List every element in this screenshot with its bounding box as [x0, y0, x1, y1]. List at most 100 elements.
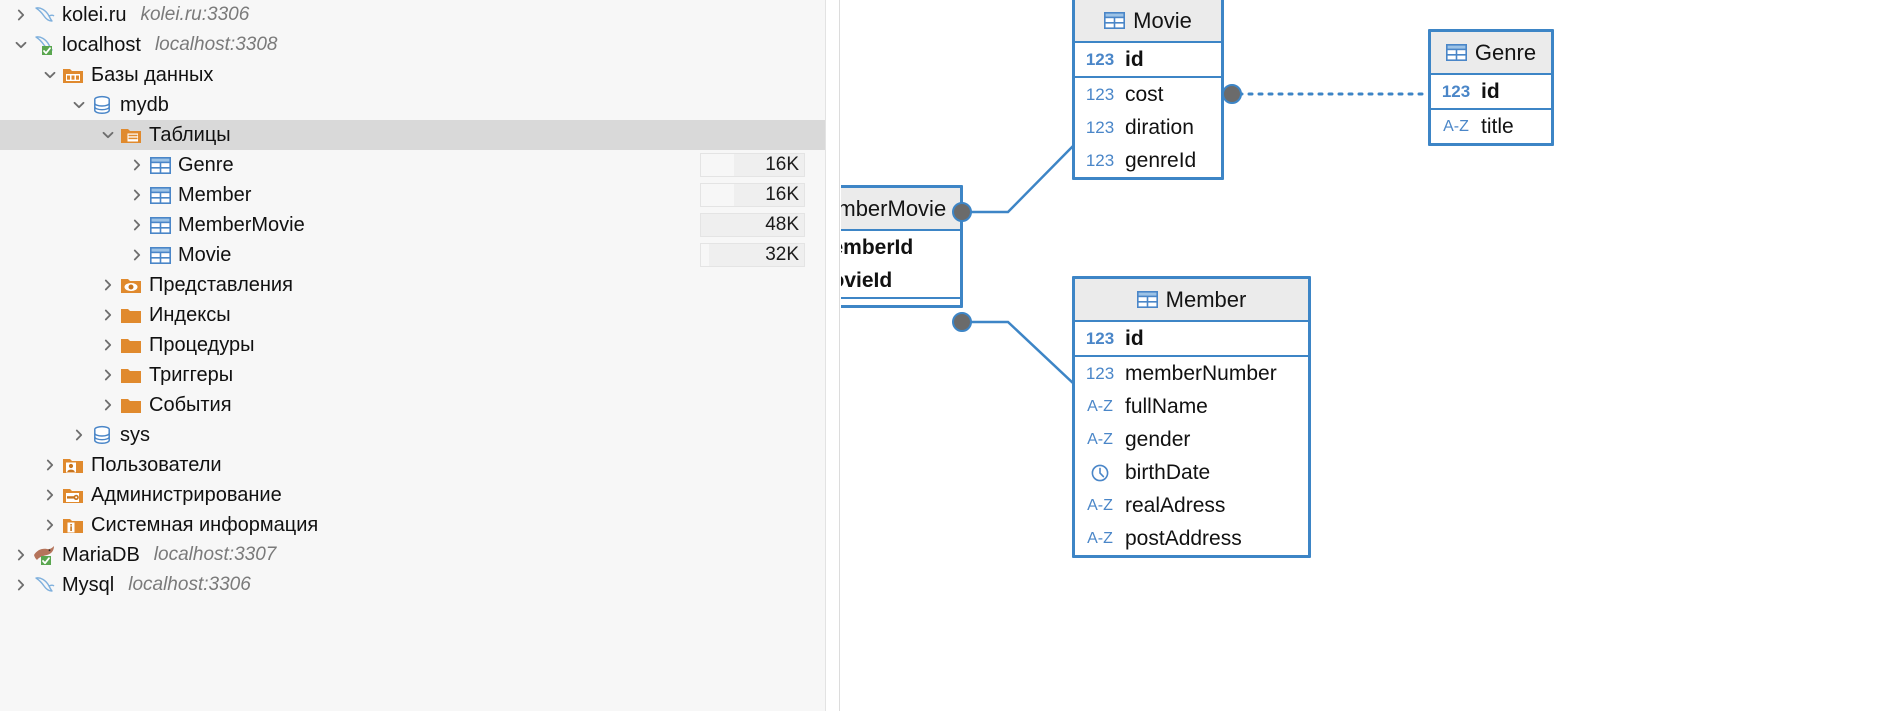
field-row[interactable]: 123 id	[1075, 43, 1221, 76]
entity-member-name: Member	[1165, 286, 1247, 312]
field-row[interactable]: 123 MovieId	[841, 264, 960, 297]
tree-item-label: События	[149, 393, 232, 416]
table-icon	[148, 214, 172, 236]
field-row[interactable]: 123 diration	[1075, 111, 1221, 144]
entity-movie-pk-section: 123 id	[1075, 43, 1221, 76]
tree-item-host: kolei.ru:3306	[140, 4, 250, 25]
tree-item-label: Системная информация	[91, 513, 319, 536]
field-row[interactable]: 123 genreId	[1075, 144, 1221, 177]
chevron-right-icon[interactable]	[39, 514, 61, 536]
tree-item-системная-информация[interactable]: Системная информация	[0, 510, 825, 540]
chevron-down-icon[interactable]	[68, 94, 90, 116]
chevron-right-icon[interactable]	[97, 394, 119, 416]
tree-item-label: Триггеры	[149, 363, 234, 386]
field-name: fullName	[1125, 394, 1208, 418]
tree-item-индексы[interactable]: Индексы	[0, 300, 825, 330]
chevron-right-icon[interactable]	[68, 424, 90, 446]
entity-movie[interactable]: Movie 123 id 123 cost 123 diration 123	[1072, 0, 1224, 180]
field-row[interactable]: birthDate	[1075, 456, 1308, 489]
chevron-right-icon[interactable]	[97, 364, 119, 386]
chevron-right-icon[interactable]	[10, 574, 32, 596]
connector-endpoint-dot[interactable]	[952, 312, 972, 332]
chevron-right-icon[interactable]	[126, 244, 148, 266]
tree-item-label: Представления	[149, 273, 293, 296]
tree-item-базы-данных[interactable]: Базы данных	[0, 60, 825, 90]
chevron-right-icon[interactable]	[97, 274, 119, 296]
table-icon	[1445, 44, 1467, 61]
panel-divider[interactable]	[825, 0, 840, 711]
field-row[interactable]: 123 id	[1075, 322, 1308, 355]
chevron-right-icon[interactable]	[10, 4, 32, 26]
field-row[interactable]: A-Z title	[1431, 110, 1551, 143]
type-text-icon: A-Z	[1087, 496, 1113, 514]
tree-item-процедуры[interactable]: Процедуры	[0, 330, 825, 360]
tree-item-пользователи[interactable]: Пользователи	[0, 450, 825, 480]
folder-icon	[119, 334, 143, 356]
chevron-right-icon[interactable]	[126, 214, 148, 236]
folder-icon	[119, 364, 143, 386]
chevron-down-icon[interactable]	[97, 124, 119, 146]
folder-icon	[119, 394, 143, 416]
tree-item-триггеры[interactable]: Триггеры	[0, 360, 825, 390]
tree-item-представления[interactable]: Представления	[0, 270, 825, 300]
info-folder-icon	[61, 514, 85, 536]
field-row[interactable]: 123 id	[1431, 75, 1551, 108]
tree-item-таблицы[interactable]: Таблицы	[0, 120, 825, 150]
chevron-right-icon[interactable]	[39, 484, 61, 506]
entity-membermovie-empty-section	[841, 297, 960, 305]
connector-endpoint-dot[interactable]	[1222, 84, 1242, 104]
tree-item-label: Процедуры	[149, 333, 255, 356]
chevron-right-icon[interactable]	[39, 454, 61, 476]
er-diagram-canvas[interactable]: Movie 123 id 123 cost 123 diration 123	[841, 0, 1885, 711]
tree-item-label: Базы данных	[91, 63, 214, 86]
entity-member-header: Member	[1075, 279, 1308, 322]
connector-endpoint-dot[interactable]	[952, 202, 972, 222]
chevron-down-icon[interactable]	[39, 64, 61, 86]
users-folder-icon	[61, 454, 85, 476]
chevron-right-icon[interactable]	[126, 154, 148, 176]
field-row[interactable]: 123 MemberId	[841, 231, 960, 264]
tree-item-label: Пользователи	[91, 453, 222, 476]
entity-membermovie-header: MemberMovie	[841, 188, 960, 231]
tree-item-mydb[interactable]: mydb	[0, 90, 825, 120]
chevron-right-icon[interactable]	[97, 304, 119, 326]
tables-folder-icon	[119, 124, 143, 146]
tree-item-sys[interactable]: sys	[0, 420, 825, 450]
chevron-right-icon[interactable]	[97, 334, 119, 356]
tree-item-label: Индексы	[149, 303, 231, 326]
table-size-cell: 48K	[700, 213, 805, 237]
tree-item-администрирование[interactable]: Администрирование	[0, 480, 825, 510]
field-row[interactable]: 123 cost	[1075, 78, 1221, 111]
database-icon	[90, 94, 114, 116]
tree-item-label: Member	[178, 183, 252, 206]
chevron-right-icon[interactable]	[126, 184, 148, 206]
chevron-right-icon[interactable]	[10, 544, 32, 566]
views-folder-icon	[119, 274, 143, 296]
field-name: gender	[1125, 427, 1191, 451]
field-name: diration	[1125, 115, 1194, 139]
type-int-icon: 123	[1085, 363, 1115, 383]
tree-item-label: localhost	[62, 33, 141, 56]
chevron-down-icon[interactable]	[10, 34, 32, 56]
entity-membermovie[interactable]: MemberMovie 123 MemberId 123 MovieId	[841, 185, 963, 308]
tree-item-события[interactable]: События	[0, 390, 825, 420]
entity-genre[interactable]: Genre 123 id A-Z title	[1428, 29, 1554, 146]
field-name: postAddress	[1125, 526, 1242, 550]
size-bar-fill	[701, 184, 734, 206]
